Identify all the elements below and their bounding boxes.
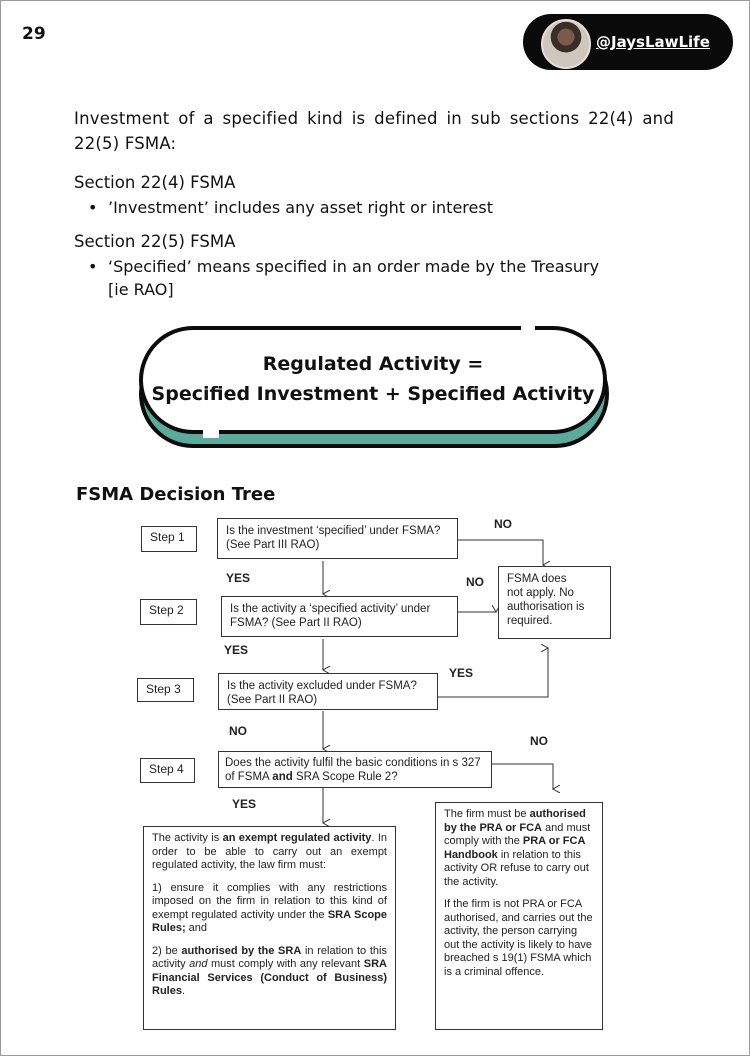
question-1-box: Is the investment ‘specified’ under FSMA…: [217, 518, 458, 559]
no-label-3: NO: [229, 724, 247, 738]
arrow-no-1: [458, 540, 543, 565]
exempt-activity-box: The activity is an exempt regulated acti…: [143, 826, 396, 1030]
question-3-box: Is the activity excluded under FSMA? (Se…: [218, 673, 438, 710]
no-label-1: NO: [494, 517, 512, 531]
question-4-line1: Does the activity fulfil the basic condi…: [225, 756, 485, 770]
yes-label-4: YES: [232, 797, 256, 811]
authorised-para-2: If the firm is not PRA or FCA authorised…: [444, 898, 594, 979]
question-1-line1: Is the investment ‘specified’ under FSMA…: [226, 524, 449, 538]
question-4-line2: of FSMA and SRA Scope Rule 2?: [225, 770, 485, 784]
question-3-line2: (See Part II RAO): [227, 693, 429, 707]
authorised-para-1: The firm must be authorised by the PRA o…: [444, 808, 594, 889]
question-2-line1: Is the activity a ‘specified activity’ u…: [230, 602, 449, 616]
fsma-not-apply-box: FSMA does not apply. No authorisation is…: [498, 566, 611, 639]
arrow-no-4: [492, 764, 553, 789]
exempt-para-3: 2) be authorised by the SRA in relation …: [152, 945, 387, 999]
yes-label-2: YES: [224, 643, 248, 657]
yes-label-1: YES: [226, 571, 250, 585]
yes-label-3: YES: [449, 666, 473, 680]
authorisation-required-box: The firm must be authorised by the PRA o…: [435, 802, 603, 1030]
question-2-box: Is the activity a ‘specified activity’ u…: [221, 596, 458, 637]
step-1-label: Step 1: [141, 526, 197, 552]
exempt-para-2: 1) ensure it complies with any restricti…: [152, 882, 387, 936]
step-2-label: Step 2: [140, 599, 197, 625]
no-label-4: NO: [530, 734, 548, 748]
question-3-line1: Is the activity excluded under FSMA?: [227, 679, 429, 693]
question-2-line2: FSMA? (See Part II RAO): [230, 616, 449, 630]
question-4-box: Does the activity fulfil the basic condi…: [218, 751, 492, 788]
no-label-2: NO: [466, 575, 484, 589]
step-3-label: Step 3: [137, 678, 194, 702]
step-4-label: Step 4: [140, 758, 195, 783]
exempt-para-1: The activity is an exempt regulated acti…: [152, 832, 387, 873]
question-1-line2: (See Part III RAO): [226, 538, 449, 552]
